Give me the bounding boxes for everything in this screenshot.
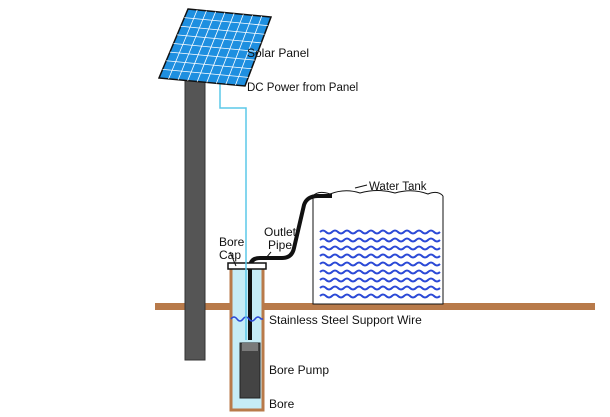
- outlet-pipe-label-line1: Outlet: [264, 225, 297, 239]
- water-wave: [319, 245, 441, 251]
- dc-power-label: DC Power from Panel: [247, 82, 359, 94]
- bore-cap-label-line1: Bore: [219, 235, 245, 249]
- water-tank-label: Water Tank: [369, 181, 427, 193]
- outlet-pipe-label-line2: Pipe: [268, 238, 293, 252]
- water-wave: [319, 253, 441, 259]
- tank-top: [312, 190, 444, 197]
- bore-pump-label: Bore Pump: [269, 363, 330, 377]
- panel-grid-line: [184, 17, 268, 27]
- panel-grid-line: [180, 25, 265, 35]
- dc-power-wire: [219, 84, 247, 340]
- solar-panel-label: Solar Panel: [247, 46, 310, 60]
- panel-grid-line: [177, 34, 262, 44]
- tank-leader: [354, 184, 368, 189]
- bore-cap-leader: [229, 251, 237, 267]
- panel-grid-line: [173, 43, 259, 52]
- water-wave: [319, 277, 441, 283]
- bore-cap-label-line2: Cap: [219, 248, 242, 262]
- panel-grid-line: [166, 60, 252, 70]
- solar-panel-grid: [162, 9, 268, 86]
- tank-water: [319, 229, 441, 299]
- bore-cap: [227, 262, 267, 270]
- water-wave: [319, 261, 441, 267]
- ground-surface: [155, 303, 595, 310]
- panel-grid-line: [169, 51, 255, 61]
- water-wave: [319, 293, 441, 299]
- bore-label: Bore: [269, 397, 295, 411]
- bore-pump: [239, 342, 261, 399]
- outlet-leader: [265, 251, 272, 259]
- support-wire-label: Stainless Steel Support Wire: [269, 313, 422, 327]
- solar-panel: [157, 8, 273, 87]
- panel-pole: [184, 77, 206, 361]
- water-wave: [319, 237, 441, 243]
- pump-top: [242, 343, 258, 351]
- water-wave: [319, 269, 441, 275]
- water-tank: [312, 190, 444, 305]
- outlet-pipe: [248, 194, 332, 340]
- water-wave: [319, 229, 441, 235]
- panel-grid-line: [162, 68, 249, 78]
- water-wave: [319, 285, 441, 291]
- bore-shaft-wall: [229, 268, 265, 412]
